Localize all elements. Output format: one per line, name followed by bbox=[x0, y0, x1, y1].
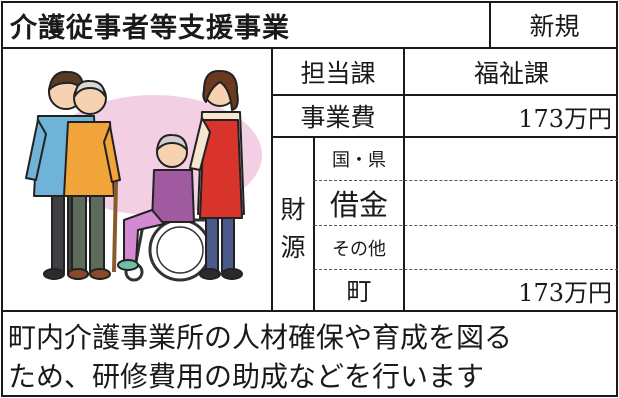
cost-label: 事業費 bbox=[300, 103, 376, 132]
header-divider bbox=[1, 47, 618, 49]
elderly-woman-figure bbox=[117, 133, 195, 271]
description-line-2: ため、研修費用の助成などを行います bbox=[8, 360, 485, 393]
dept-label: 担当課 bbox=[300, 58, 376, 88]
description-divider bbox=[1, 310, 618, 312]
national-value bbox=[405, 138, 612, 180]
national-label: 国・県 bbox=[332, 150, 386, 171]
image-divider bbox=[271, 48, 273, 311]
label-divider bbox=[403, 48, 405, 311]
finance-label-top: 財 bbox=[280, 195, 306, 224]
source-divider bbox=[313, 137, 315, 311]
badge-divider bbox=[489, 1, 491, 48]
dashed-divider-3 bbox=[314, 269, 618, 270]
row-divider-2 bbox=[272, 136, 618, 138]
female-caregiver-figure bbox=[189, 69, 245, 280]
loan-value bbox=[405, 181, 612, 225]
loan-label: 借金 bbox=[329, 188, 388, 222]
row-divider-1 bbox=[272, 94, 618, 96]
finance-label-bottom: 源 bbox=[280, 233, 306, 262]
page-title: 介護従事者等支援事業 bbox=[10, 12, 290, 44]
dashed-divider-2 bbox=[314, 225, 618, 226]
dept-value: 福祉課 bbox=[473, 58, 549, 88]
dashed-divider-1 bbox=[314, 180, 618, 181]
cost-value: 173万円 bbox=[518, 104, 612, 133]
town-label: 町 bbox=[346, 277, 372, 306]
description-line-1: 町内介護事業所の人材確保や育成を図る bbox=[8, 321, 513, 354]
town-value: 173万円 bbox=[518, 278, 612, 307]
caregivers-illustration bbox=[25, 69, 262, 282]
other-label: その他 bbox=[332, 238, 386, 260]
elderly-man-figure bbox=[63, 79, 121, 280]
status-badge: 新規 bbox=[529, 12, 580, 41]
other-value bbox=[405, 226, 612, 269]
